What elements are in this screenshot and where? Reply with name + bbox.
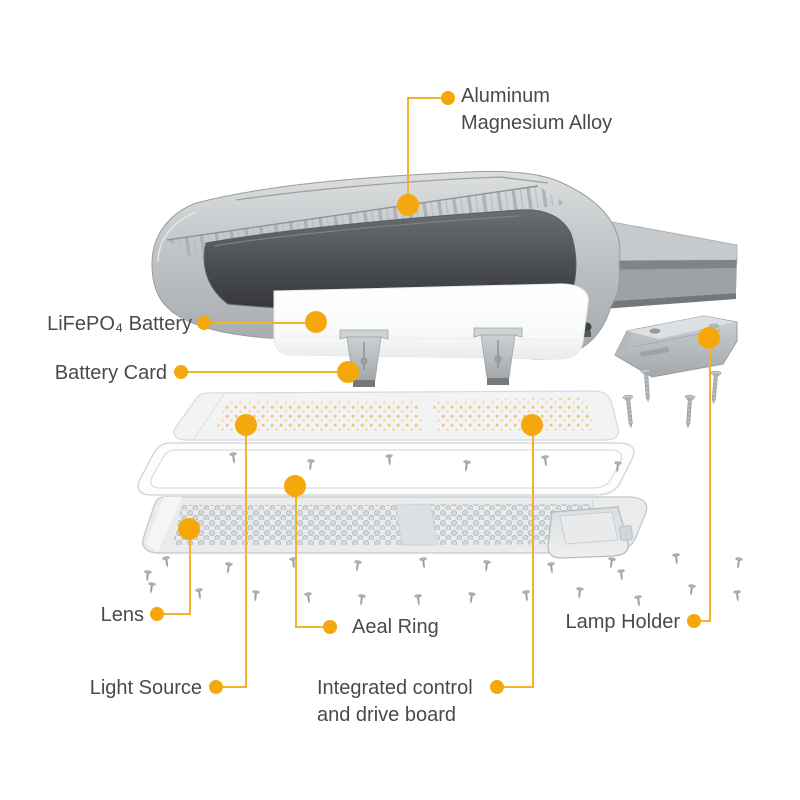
lens-part	[142, 496, 648, 559]
label-dot-battery-card	[174, 365, 188, 379]
label-dot-battery	[197, 316, 211, 330]
label-dot-housing	[441, 91, 455, 105]
bolt-group	[622, 368, 722, 430]
screw-icon	[521, 589, 532, 603]
screw-icon	[671, 552, 681, 566]
label-integrated-control-board: Integrated control and drive board	[317, 675, 473, 729]
callout-line-housing	[407, 97, 448, 205]
label-line: and drive board	[317, 704, 456, 726]
callout-line-control-board	[497, 425, 534, 688]
screw-icon	[303, 591, 314, 605]
bolt-icon	[682, 394, 696, 430]
screw-icon	[413, 593, 423, 607]
callout-line-lens	[157, 529, 191, 615]
label-aluminum-magnesium-alloy: Aluminum Magnesium Alloy	[461, 83, 612, 137]
housing-arm-channel	[584, 260, 737, 302]
anchor-dot-battery-card	[337, 361, 359, 383]
anchor-dot-seal-ring	[284, 475, 306, 497]
label-lamp-holder: Lamp Holder	[565, 611, 680, 633]
screw-icon	[606, 556, 617, 570]
screw-icon	[194, 587, 205, 601]
screw-icon	[616, 568, 626, 582]
label-dot-light-source	[209, 680, 223, 694]
screw-icon	[143, 569, 153, 583]
led-array-left	[216, 400, 424, 431]
label-lifepo4-battery: LiFePO₄ Battery	[47, 313, 192, 335]
screw-icon	[686, 583, 697, 597]
screw-icon	[251, 589, 261, 603]
label-line: Aluminum	[461, 85, 550, 107]
callout-label-dots	[150, 91, 701, 694]
seal-ring-part	[137, 442, 635, 496]
label-dot-seal-ring	[323, 620, 337, 634]
screw-icon	[356, 593, 367, 607]
anchor-dot-lamp-holder	[698, 327, 720, 349]
callout-line-light-source	[216, 425, 247, 688]
label-dot-control-board	[490, 680, 504, 694]
seal-ring-inner	[150, 449, 623, 489]
anchor-dot-light-source	[235, 414, 257, 436]
label-battery-card: Battery Card	[54, 362, 167, 384]
callout-line-seal-ring	[295, 487, 330, 628]
bolt-icon	[622, 394, 637, 430]
callout-anchor-dots	[178, 194, 720, 540]
screw-icon	[223, 561, 234, 575]
light-source-board-part	[173, 390, 620, 441]
screw-icon	[575, 586, 585, 600]
screw-icon	[466, 591, 477, 605]
screw-icon	[482, 559, 492, 573]
screw-icon	[352, 559, 363, 573]
label-lens: Lens	[100, 604, 144, 626]
led-array-right	[432, 398, 596, 431]
screw-icon	[733, 556, 744, 570]
callout-line-lamp-holder	[694, 338, 711, 622]
screw-icon	[161, 555, 172, 569]
anchor-dot-housing	[397, 194, 419, 216]
anchor-dot-control-board	[521, 414, 543, 436]
label-line: Integrated control	[317, 677, 473, 699]
label-dot-lens	[150, 607, 164, 621]
lens-honeycomb-left	[172, 505, 402, 545]
label-light-source: Light Source	[89, 677, 202, 699]
label-line: Magnesium Alloy	[461, 112, 613, 134]
label-dot-lamp-holder	[687, 614, 701, 628]
screw-icon	[146, 581, 157, 595]
anchor-dot-battery	[305, 311, 327, 333]
screw-icon	[633, 594, 644, 608]
screw-icon	[546, 561, 557, 575]
label-aeal-ring: Aeal Ring	[352, 616, 439, 638]
screw-icon	[732, 589, 742, 603]
anchor-dot-lens	[178, 518, 200, 540]
screw-icon	[418, 556, 429, 570]
